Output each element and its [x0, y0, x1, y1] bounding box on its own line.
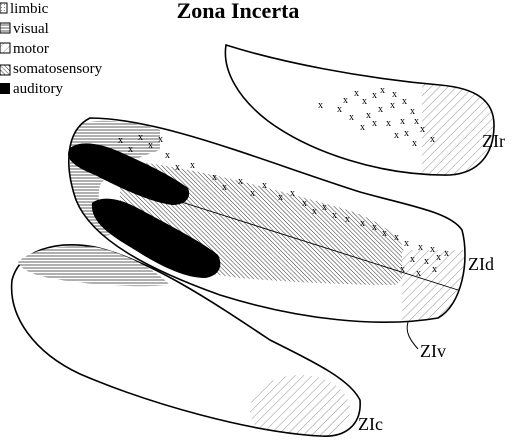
- limbic-x-marker: x: [278, 192, 283, 203]
- limbic-x-marker: x: [318, 100, 323, 111]
- limbic-x-marker: x: [366, 110, 371, 121]
- limbic-x-marker: x: [392, 89, 397, 100]
- limbic-x-marker: x: [378, 104, 383, 115]
- solid-square-icon: [0, 83, 10, 94]
- limbic-x-marker: x: [132, 157, 137, 168]
- limbic-x-marker: x: [120, 155, 125, 166]
- limbic-x-marker: x: [416, 268, 421, 279]
- limbic-x-marker: x: [332, 210, 337, 221]
- lined-square-icon: [0, 23, 10, 33]
- limbic-x-marker: x: [238, 176, 243, 187]
- dense-hatch-square-icon: [0, 65, 10, 75]
- limbic-x-marker: x: [354, 88, 359, 99]
- legend-label-motor: motor: [13, 41, 49, 57]
- limbic-x-marker: x: [386, 118, 391, 129]
- limbic-x-marker: x: [290, 188, 295, 199]
- dotted-square-icon: [0, 3, 7, 13]
- legend-label-somatosensory: somatosensory: [13, 61, 103, 77]
- limbic-x-marker: x: [262, 180, 267, 191]
- limbic-x-marker: x: [360, 218, 365, 229]
- limbic-x-marker: x: [380, 85, 385, 96]
- limbic-x-marker: x: [414, 116, 419, 127]
- limbic-x-marker: x: [390, 100, 395, 111]
- legend-label-visual: visual: [13, 21, 49, 37]
- legend-item-auditory: auditory: [0, 81, 63, 97]
- limbic-x-marker: x: [444, 248, 449, 259]
- light-hatch-square-icon: [0, 43, 10, 53]
- limbic-x-marker: x: [418, 242, 423, 253]
- limbic-x-marker: x: [250, 188, 255, 199]
- limbic-x-marker: x: [302, 198, 307, 209]
- limbic-x-marker: x: [148, 140, 153, 151]
- legend-label-limbic: limbic: [10, 1, 49, 17]
- limbic-x-marker: x: [322, 202, 327, 213]
- limbic-x-marker: x: [394, 232, 399, 243]
- limbic-x-marker: x: [404, 238, 409, 249]
- limbic-x-marker: x: [372, 222, 377, 233]
- limbic-x-marker: x: [372, 118, 377, 129]
- limbic-x-marker: x: [432, 264, 437, 275]
- figure-title: Zona Incerta: [177, 0, 300, 23]
- limbic-x-marker: x: [165, 150, 170, 161]
- zid-label: ZId: [468, 254, 494, 274]
- limbic-x-marker: x: [158, 134, 163, 145]
- limbic-x-marker: x: [190, 160, 195, 171]
- limbic-x-marker: x: [404, 128, 409, 139]
- limbic-x-marker: x: [402, 96, 407, 107]
- legend-item-somatosensory: somatosensory: [0, 61, 103, 77]
- limbic-x-marker: x: [420, 124, 425, 135]
- limbic-x-marker: x: [360, 122, 365, 133]
- limbic-x-marker: x: [436, 252, 441, 263]
- limbic-x-marker: x: [343, 95, 348, 106]
- limbic-x-marker: x: [430, 244, 435, 255]
- limbic-x-marker: x: [394, 130, 399, 141]
- legend-label-auditory: auditory: [13, 81, 63, 97]
- legend-item-visual: visual: [0, 21, 49, 37]
- limbic-x-marker: x: [175, 162, 180, 173]
- legend-item-motor: motor: [0, 41, 49, 57]
- limbic-x-marker: x: [222, 182, 227, 193]
- limbic-x-marker: x: [118, 135, 123, 146]
- limbic-x-marker: x: [400, 116, 405, 127]
- limbic-x-marker: x: [138, 132, 143, 143]
- limbic-x-marker: x: [412, 138, 417, 149]
- legend-item-limbic: limbic: [0, 1, 49, 17]
- limbic-x-marker: x: [212, 172, 217, 183]
- limbic-x-marker: x: [424, 256, 429, 267]
- limbic-x-marker: x: [362, 96, 367, 107]
- limbic-x-marker: x: [400, 264, 405, 275]
- limbic-x-marker: x: [105, 152, 110, 163]
- zic-motor-area: [250, 375, 350, 443]
- ziv-label: ZIv: [420, 341, 446, 361]
- limbic-x-marker: x: [410, 254, 415, 265]
- limbic-x-marker: x: [345, 214, 350, 225]
- zic-label: ZIc: [358, 414, 383, 434]
- legend: limbic visual motor somatosensory audito…: [0, 1, 103, 97]
- limbic-x-marker: x: [430, 134, 435, 145]
- limbic-x-marker: x: [128, 144, 133, 155]
- limbic-x-marker: x: [349, 112, 354, 123]
- limbic-x-marker: x: [372, 90, 377, 101]
- limbic-x-marker: x: [312, 206, 317, 217]
- ziv-label-leader: [407, 322, 418, 349]
- limbic-x-marker: x: [382, 228, 387, 239]
- zir-label: ZIr: [482, 131, 505, 151]
- limbic-x-marker: x: [337, 104, 342, 115]
